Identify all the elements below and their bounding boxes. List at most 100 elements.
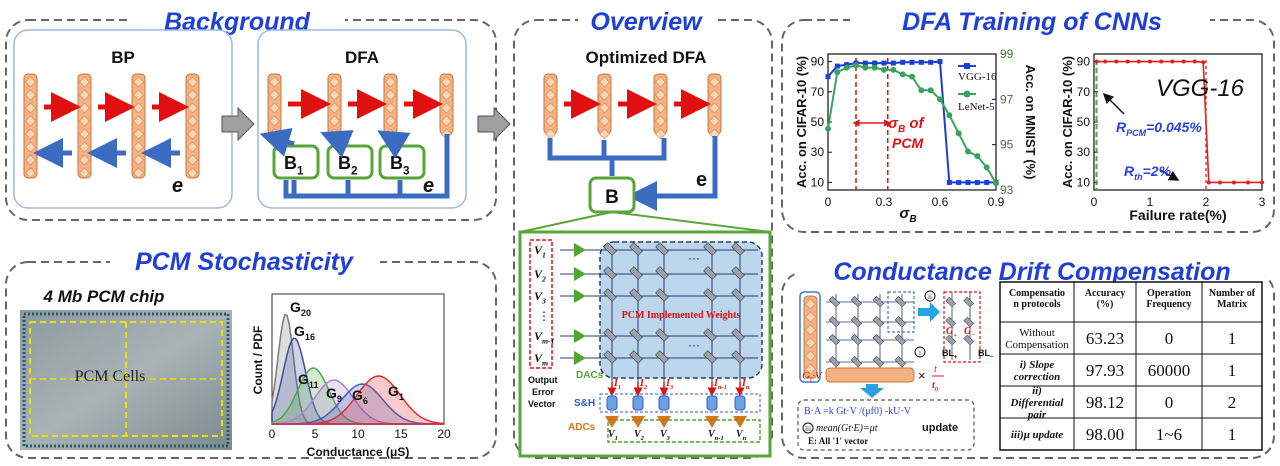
pcm-cell (703, 266, 717, 280)
neuron (269, 76, 280, 88)
y-tick-label: 90 (1077, 55, 1091, 69)
series-point (1159, 59, 1164, 64)
neuron (709, 115, 720, 127)
dfa-label: DFA (345, 48, 379, 67)
pcm-cell (894, 355, 907, 368)
neuron (187, 154, 198, 166)
pcm-cell (945, 334, 957, 346)
label: G− (964, 326, 975, 339)
neuron (187, 141, 198, 153)
label: G16 (294, 323, 315, 342)
table-cell: 0 (1165, 393, 1174, 412)
step-marker-label: iii (805, 425, 811, 433)
pcm-cell (828, 355, 841, 368)
table-cell: 2 (1228, 393, 1237, 412)
sample-hold (706, 395, 718, 411)
table-header-cell: (%) (1097, 299, 1114, 310)
label: BL+ (942, 348, 958, 361)
pcm-cell (703, 328, 717, 342)
label: V2 (534, 267, 546, 284)
x-tick-label: 0 (269, 427, 276, 441)
neuron (187, 167, 198, 179)
series-point (937, 59, 943, 65)
table-cell: pair (1027, 409, 1047, 421)
output-bar (825, 367, 915, 383)
pcm-cells-label: PCM Cells (75, 368, 146, 385)
label: BL− (978, 348, 994, 361)
neuron (187, 128, 198, 140)
series-point (1232, 180, 1236, 185)
step-marker (924, 290, 936, 302)
neuron (805, 298, 816, 310)
label: G+ (946, 326, 957, 339)
neuron (385, 89, 396, 101)
pcm-cell (629, 266, 643, 280)
table-cell: 1~6 (1156, 425, 1182, 444)
series-point (900, 59, 906, 65)
pcm-cell (894, 315, 907, 328)
stochasticity-title: PCM Stochasticity (135, 248, 354, 276)
dac-symbol (574, 289, 586, 303)
neuron (269, 89, 280, 101)
table-cell: 98.00 (1086, 425, 1124, 444)
neuron (79, 89, 90, 101)
bp-layers (23, 73, 200, 179)
y-tick-label: 50 (811, 115, 825, 129)
series-point (1201, 60, 1206, 65)
table-header-cell: Matrix (1217, 299, 1247, 310)
y-tick-label: 10 (811, 175, 825, 189)
y2-tick-label: 95 (1000, 138, 1014, 152)
series-point (1103, 59, 1108, 64)
feedback-arrow (377, 130, 411, 159)
table-cell: i) Slope (1020, 359, 1055, 371)
annotation-arrow (1102, 92, 1125, 115)
pcm-cell (828, 315, 841, 328)
dac-symbol (574, 351, 586, 365)
series-point (881, 60, 887, 66)
series-point (984, 179, 990, 185)
table-cell: Without (1019, 327, 1055, 339)
neuron (25, 102, 36, 114)
neuron (545, 76, 556, 88)
pcm-weights-label: PCM Implemented Weights (622, 310, 741, 321)
legend-label: VGG-16 (958, 71, 997, 83)
x-axis-label: σB (899, 205, 916, 225)
neuron (25, 76, 36, 88)
neuron (329, 76, 340, 88)
bp-to-dfa-arrow (221, 106, 255, 142)
legend-marker (964, 63, 970, 69)
neuron (79, 167, 90, 179)
neuron (599, 115, 610, 127)
pcm-cell (945, 316, 957, 328)
table-header-cell: Operation (1147, 288, 1191, 299)
neuron (133, 76, 144, 88)
equation-1: B·A =k Gt·V /(μf0) -kU·V (804, 406, 912, 417)
x-tick-label: 10 (351, 427, 365, 441)
optimized-dfa-layers (543, 73, 722, 211)
pcm-cell (872, 315, 885, 328)
times-sign: × (918, 368, 926, 383)
table-header-cell: n protocols (1013, 299, 1060, 310)
y2-tick-label: 97 (1000, 92, 1014, 106)
pcm-cell (603, 328, 617, 342)
series-point (965, 179, 971, 185)
dfa-training-panel: DFA Training of CNNs 1030507090939597990… (781, 4, 1275, 233)
pcm-chip-photo (20, 310, 232, 450)
series-point (1148, 59, 1152, 64)
pcm-cell (850, 333, 863, 346)
neuron (545, 102, 556, 114)
sh-row-box (599, 393, 761, 413)
table-frame (999, 281, 1263, 451)
pdf-curve (272, 375, 445, 425)
pcm-cell (894, 295, 907, 308)
neuron (805, 350, 816, 362)
update-label: update (922, 422, 958, 434)
neuron (805, 324, 816, 336)
x-axis-label: Failure rate(%) (1129, 207, 1226, 223)
series-point (955, 130, 962, 137)
gt-v-label: Gt·V (802, 370, 823, 384)
